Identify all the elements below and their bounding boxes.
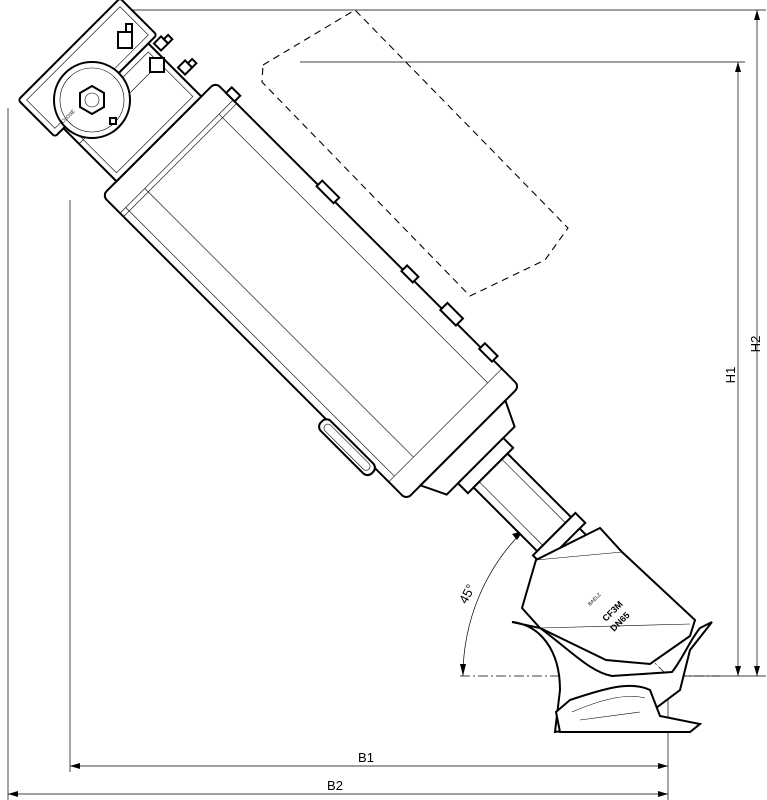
valve-body xyxy=(511,526,713,734)
dim-label-b1: B1 xyxy=(358,750,374,765)
dim-label-b2: B2 xyxy=(327,778,343,793)
dim-label-h1: H1 xyxy=(723,367,738,384)
dim-label-angle: 45° xyxy=(456,582,478,606)
position-indicator: CLOSE xyxy=(53,61,131,139)
dim-label-h2: H2 xyxy=(748,336,763,353)
cable-gland xyxy=(117,23,165,73)
maintenance-clearance-outline xyxy=(261,9,569,297)
